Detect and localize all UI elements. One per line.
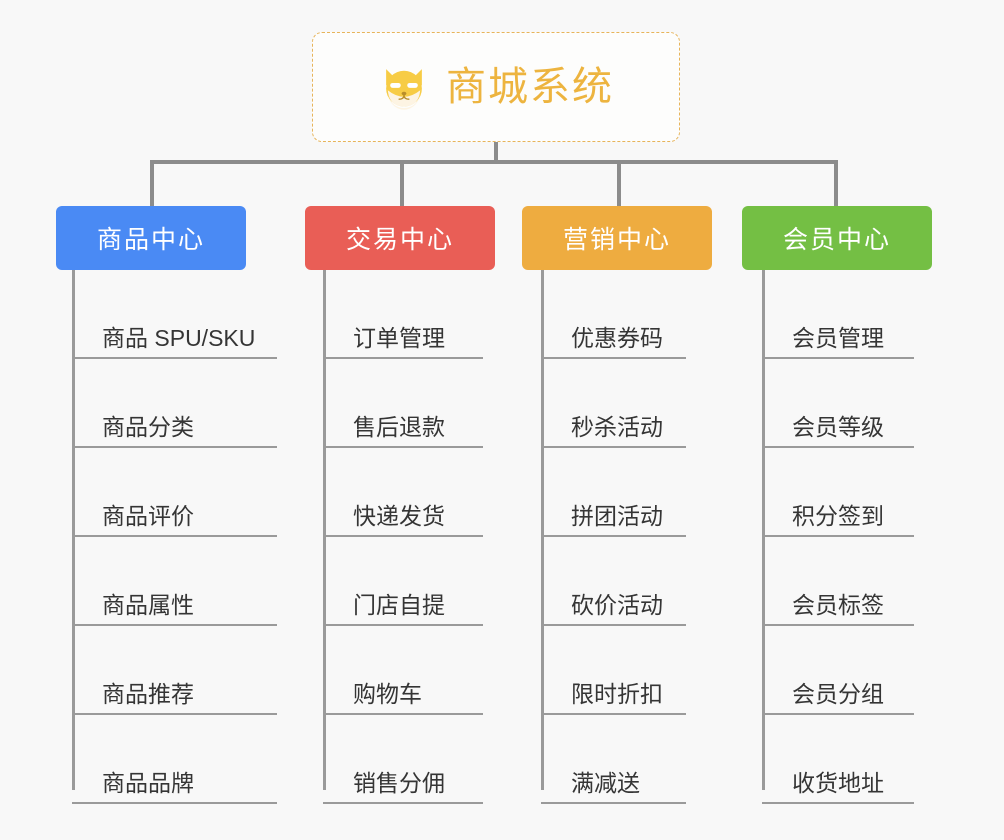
leaf-label: 拼团活动 <box>571 502 663 529</box>
root-title: 商城系统 <box>446 65 614 109</box>
branch-header-label: 营销中心 <box>562 226 671 254</box>
branch-column-trade: 交易中心 订单管理 售后退款 快递发货 门店自提 购物车 销售分佣 <box>305 206 495 804</box>
list-item[interactable]: 会员分组 <box>762 626 914 715</box>
list-item[interactable]: 订单管理 <box>323 270 483 359</box>
branch-items-trade: 订单管理 售后退款 快递发货 门店自提 购物车 销售分佣 <box>323 270 483 804</box>
leaf-label: 商品分类 <box>102 413 194 440</box>
root-node[interactable]: 商城系统 <box>312 32 680 142</box>
branch-column-marketing: 营销中心 优惠券码 秒杀活动 拼团活动 砍价活动 限时折扣 满减送 <box>522 206 712 804</box>
leaf-label: 商品评价 <box>102 502 194 529</box>
leaf-label: 商品属性 <box>102 591 194 618</box>
list-item[interactable]: 拼团活动 <box>541 448 686 537</box>
list-item[interactable]: 商品推荐 <box>72 626 277 715</box>
list-item[interactable]: 满减送 <box>541 715 686 804</box>
list-item[interactable]: 商品 SPU/SKU <box>72 270 277 359</box>
leaf-label: 会员等级 <box>792 413 884 440</box>
connector-root-stem <box>494 142 498 164</box>
leaf-label: 秒杀活动 <box>571 413 663 440</box>
leaf-label: 门店自提 <box>353 591 445 618</box>
branch-column-product: 商品中心 商品 SPU/SKU 商品分类 商品评价 商品属性 商品推荐 商品品牌 <box>56 206 277 804</box>
list-item[interactable]: 优惠券码 <box>541 270 686 359</box>
list-item[interactable]: 商品分类 <box>72 359 277 448</box>
branch-header-label: 交易中心 <box>345 226 454 254</box>
branch-header-marketing[interactable]: 营销中心 <box>522 206 712 270</box>
connector-horizontal-bus <box>150 160 838 164</box>
leaf-label: 商品 SPU/SKU <box>102 324 256 351</box>
list-item[interactable]: 商品品牌 <box>72 715 277 804</box>
connector-drop-branch-2 <box>400 160 404 207</box>
branch-header-trade[interactable]: 交易中心 <box>305 206 495 270</box>
leaf-label: 购物车 <box>353 680 422 707</box>
list-item[interactable]: 商品评价 <box>72 448 277 537</box>
leaf-label: 会员标签 <box>792 591 884 618</box>
branch-header-label: 会员中心 <box>782 226 891 254</box>
leaf-label: 积分签到 <box>792 502 884 529</box>
list-item[interactable]: 销售分佣 <box>323 715 483 804</box>
branch-header-label: 商品中心 <box>96 226 205 254</box>
branch-column-member: 会员中心 会员管理 会员等级 积分签到 会员标签 会员分组 收货地址 <box>742 206 932 804</box>
leaf-label: 限时折扣 <box>571 680 663 707</box>
list-item[interactable]: 秒杀活动 <box>541 359 686 448</box>
list-item[interactable]: 收货地址 <box>762 715 914 804</box>
list-item[interactable]: 快递发货 <box>323 448 483 537</box>
branch-header-product[interactable]: 商品中心 <box>56 206 246 270</box>
connector-drop-branch-4 <box>834 160 838 207</box>
leaf-label: 快递发货 <box>353 502 445 529</box>
shiba-face-icon <box>378 61 430 113</box>
leaf-label: 收货地址 <box>792 769 884 796</box>
leaf-label: 订单管理 <box>353 324 445 351</box>
list-item[interactable]: 会员等级 <box>762 359 914 448</box>
list-item[interactable]: 售后退款 <box>323 359 483 448</box>
leaf-label: 会员管理 <box>792 324 884 351</box>
list-item[interactable]: 商品属性 <box>72 537 277 626</box>
leaf-label: 商品品牌 <box>102 769 194 796</box>
branch-items-marketing: 优惠券码 秒杀活动 拼团活动 砍价活动 限时折扣 满减送 <box>541 270 686 804</box>
list-item[interactable]: 购物车 <box>323 626 483 715</box>
leaf-label: 销售分佣 <box>353 769 445 796</box>
branch-header-member[interactable]: 会员中心 <box>742 206 932 270</box>
list-item[interactable]: 积分签到 <box>762 448 914 537</box>
leaf-label: 砍价活动 <box>571 591 663 618</box>
list-item[interactable]: 砍价活动 <box>541 537 686 626</box>
connector-drop-branch-1 <box>150 160 154 207</box>
leaf-label: 商品推荐 <box>102 680 194 707</box>
connector-drop-branch-3 <box>617 160 621 207</box>
branch-items-member: 会员管理 会员等级 积分签到 会员标签 会员分组 收货地址 <box>762 270 914 804</box>
leaf-label: 优惠券码 <box>571 324 663 351</box>
leaf-label: 满减送 <box>571 769 640 796</box>
leaf-label: 售后退款 <box>353 413 445 440</box>
list-item[interactable]: 会员管理 <box>762 270 914 359</box>
list-item[interactable]: 限时折扣 <box>541 626 686 715</box>
list-item[interactable]: 门店自提 <box>323 537 483 626</box>
branch-items-product: 商品 SPU/SKU 商品分类 商品评价 商品属性 商品推荐 商品品牌 <box>72 270 277 804</box>
list-item[interactable]: 会员标签 <box>762 537 914 626</box>
leaf-label: 会员分组 <box>792 680 884 707</box>
